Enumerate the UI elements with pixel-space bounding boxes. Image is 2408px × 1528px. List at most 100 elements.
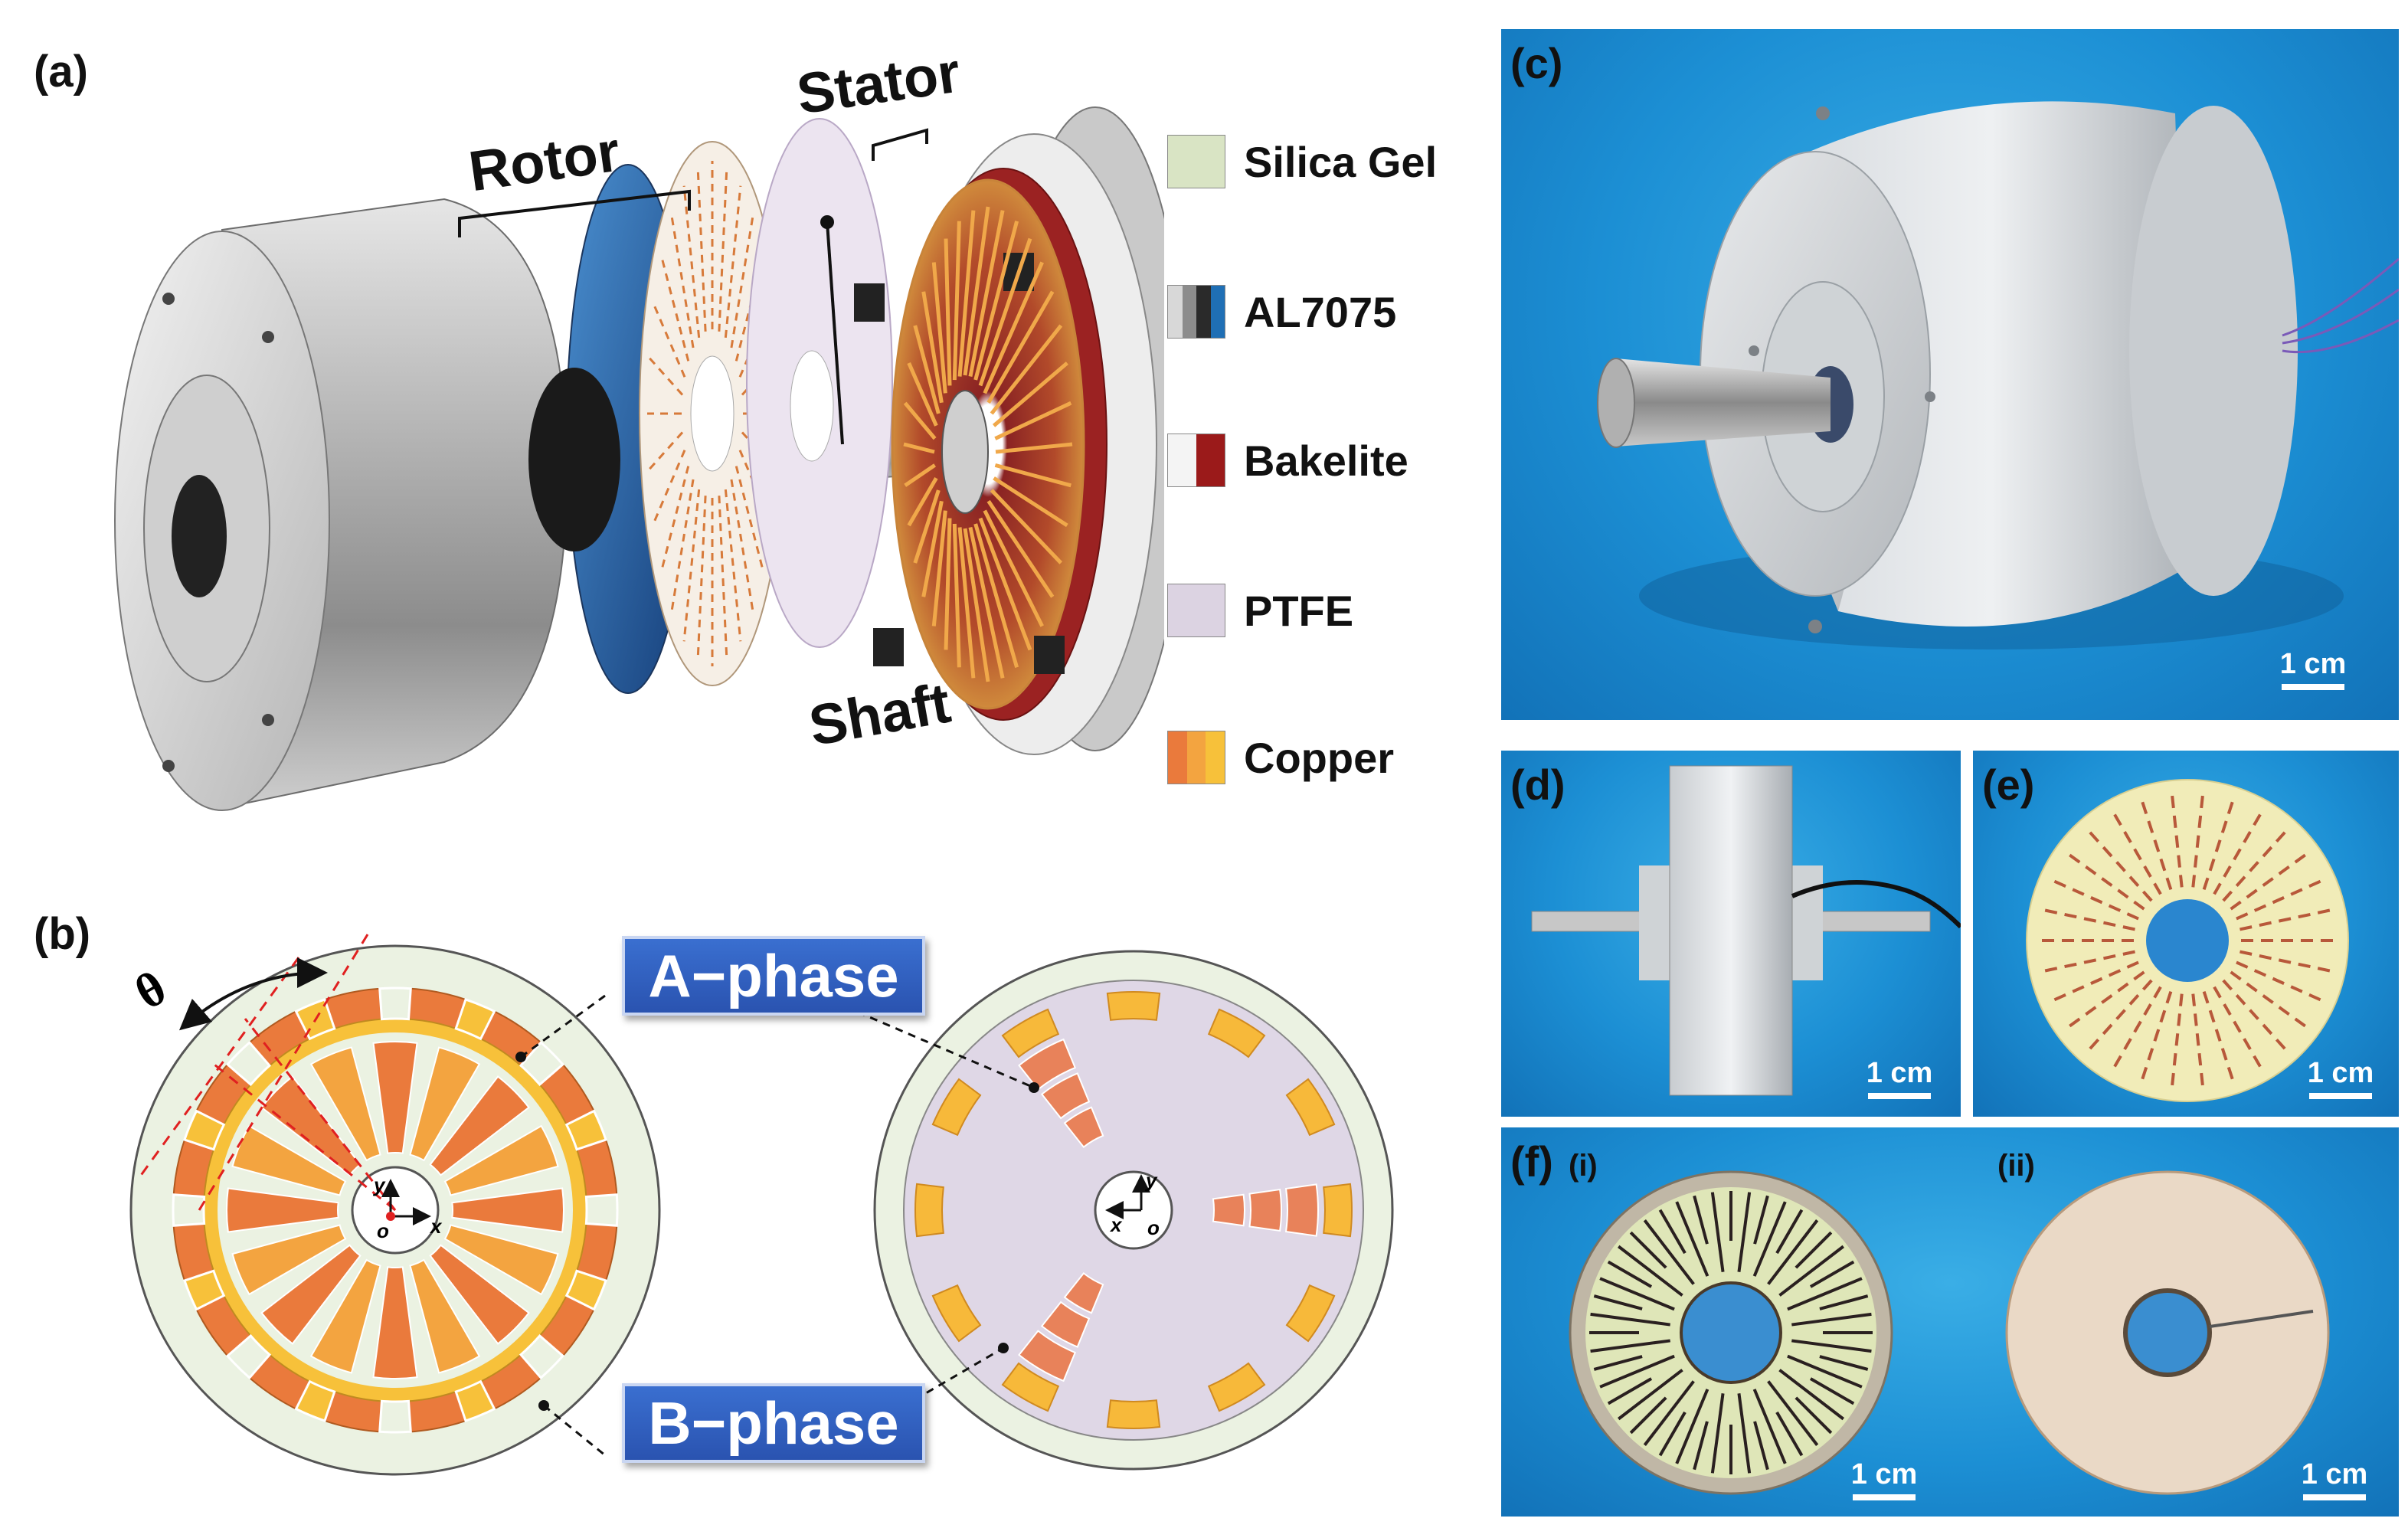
panel-label-e: (e) [1982,761,2035,809]
pcb-trace [1693,1421,1709,1471]
stator-sector [443,1124,559,1196]
stator-spoke [973,221,1019,381]
disk-electrode [2037,907,2135,931]
b-phase-label: B−phase [622,1383,925,1463]
ring-tooth [183,1109,226,1151]
ring-tooth [519,1333,565,1380]
pcb-trace [1752,1389,1787,1464]
rotor-electrode-line [730,215,754,348]
pcb-trace [1693,1195,1709,1245]
rotor-inner-pad [1040,1072,1091,1120]
rotor-electrode-line [648,431,684,471]
pcb-trace [1658,1411,1687,1457]
legend-swatch [1167,135,1225,188]
disk-electrode [2213,807,2266,895]
stator-spoke [931,262,947,394]
housing [114,198,568,811]
disk-electrode [2230,970,2312,1032]
disk-electrode [2236,876,2328,921]
stator-spoke [973,523,1019,668]
b-phase-dot-left [538,1400,549,1411]
stator-sector [260,1244,362,1345]
pcb-trace [1778,1369,1844,1421]
photo-f-stator-boards: (f) (i) (ii) 1 cm 1 cm [1501,1127,2399,1517]
sub-label-f-i: (i) [1569,1149,1598,1183]
rotor-electrode-line [648,356,684,396]
panel-label-f: (f) [1510,1137,1553,1186]
pcb-trace [1791,1312,1872,1327]
rotor-inner-pad [1212,1193,1245,1227]
disk-electrode [2046,876,2139,921]
axis-y-label: y [372,1173,386,1196]
pcb-trace [1767,1380,1819,1446]
pcb-trace [1675,1389,1709,1464]
coordinate-axes-left: x y o [372,1173,443,1242]
panel-label-c: (c) [1510,39,1563,87]
stator-spoke [957,527,976,679]
stator-sector [429,1244,530,1345]
rotor-inner-pad [1284,1183,1319,1237]
pcb-trace [1737,1393,1752,1474]
stator-spoke [931,510,947,627]
rotor-electrode-line [670,479,695,612]
disk-electrode [2230,849,2312,911]
rotor-electrode-line [682,185,701,339]
rotor-outer-pad [1106,991,1161,1021]
pcb-trace [1618,1245,1683,1297]
disk-electrode [2240,950,2338,974]
disk-electrode [2083,979,2153,1055]
stator-spoke [952,523,961,668]
shaft-leader-dot [820,215,834,229]
pcb-trace [1593,1355,1643,1371]
scale-bar-c: 1 cm [2275,648,2351,690]
ring-tooth [378,1399,412,1434]
scale-bar-label: 1 cm [2307,1057,2374,1089]
stator-sector [231,1224,347,1296]
stator-sector [372,1266,418,1379]
stator-sector [451,1187,564,1233]
ptfe-disk [746,118,893,648]
rotor-electrode-line [724,489,742,642]
a-phase-dot-left [515,1052,526,1062]
stator-spoke [952,221,961,381]
legend-swatch [1167,434,1225,487]
rotor-outer-pad [1001,1008,1060,1058]
stator-spoke [992,362,1068,427]
disk-electrode [2063,970,2145,1032]
stator-spoke [913,489,941,564]
ring-tooth [378,986,412,1021]
ring-tooth [454,998,496,1041]
a-phase-label: A−phase [622,936,925,1016]
scale-bar-label: 1 cm [2279,648,2347,680]
pcb-trace [1787,1354,1863,1389]
coordinate-axes-right: x y o [1105,1169,1160,1239]
scale-bar-label: 1 cm [1866,1057,1933,1089]
rotor-disk-photo [2026,779,2349,1102]
rotor-electrode-line [660,255,690,362]
legend-label: AL7075 [1244,287,1397,336]
rotor-electrode-line [724,185,742,339]
stator-spoke [978,237,1032,387]
ring-tooth [584,1193,619,1227]
axis-x-label: x [1109,1213,1123,1236]
scale-bar-e: 1 cm [2302,1057,2379,1099]
rotor-outer-pad [914,1183,944,1238]
panel-label-d: (d) [1510,761,1566,809]
rotor-outer-pad [1323,1183,1353,1238]
angle-indicator [136,934,397,1212]
stator-spoke [904,463,937,487]
photo-c-motor: (c) 1 cm [1501,29,2399,720]
stator-spoke [983,261,1044,394]
disk-electrode [2191,993,2205,1094]
stator-spoke [921,500,944,597]
pcb-trace [1819,1355,1869,1371]
pcb-trace [1643,1380,1695,1446]
pcb-trace [1658,1209,1687,1255]
rotor-electrodes [647,161,777,666]
ring-tooth [519,1040,565,1087]
ring-tooth [294,1379,336,1422]
ring-tooth [454,1379,496,1422]
scale-bar-d: 1 cm [1861,1057,1938,1099]
stator-sector [409,1046,481,1162]
disk-electrode [2083,826,2153,902]
